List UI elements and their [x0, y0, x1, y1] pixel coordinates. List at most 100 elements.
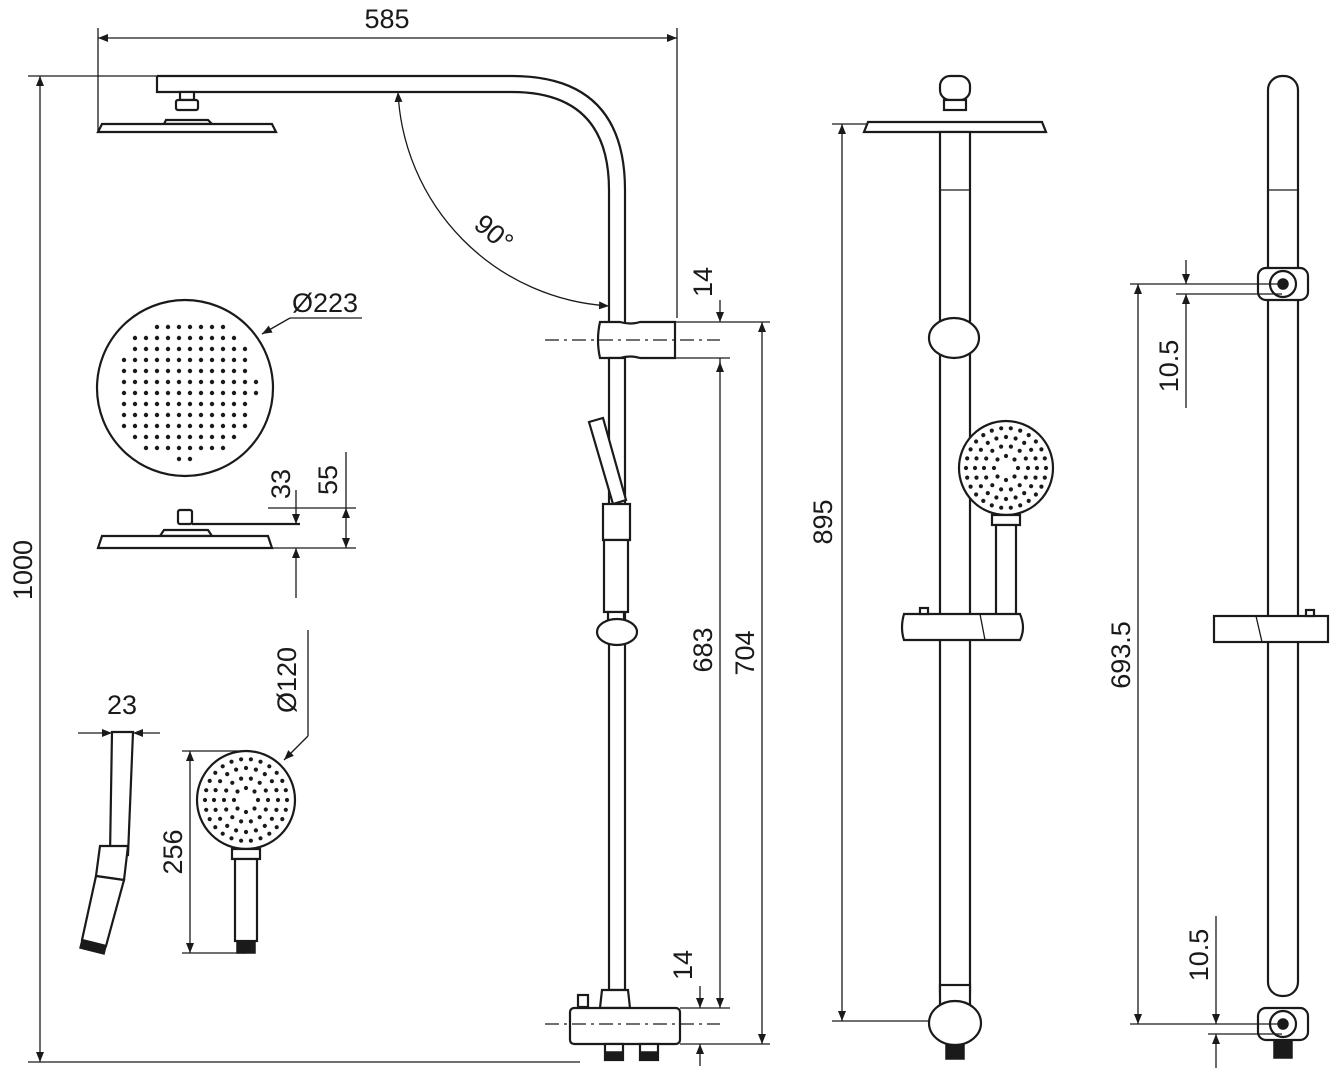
nozzle-dot [989, 428, 994, 433]
nozzle-dot [220, 368, 226, 374]
hand-front-handle [994, 523, 1018, 617]
nozzle-dot [242, 357, 248, 363]
nozzle-dot [269, 816, 274, 821]
nozzle-dot [176, 357, 182, 363]
slider-joint [979, 613, 986, 641]
nozzle-dot [221, 797, 227, 803]
holder-front [927, 316, 981, 360]
angle-label: 90° [468, 208, 519, 257]
nozzle-dot [143, 335, 149, 341]
nozzle-dot [229, 759, 234, 764]
bracket-span-label: 693.5 [1106, 621, 1136, 689]
nozzle-dot [187, 445, 193, 451]
diameter-leader [261, 317, 291, 335]
nozzle-dot [231, 797, 237, 803]
nozzle-dot [121, 368, 127, 374]
nozzle-dot [198, 379, 204, 385]
nozzle-dot [132, 401, 138, 407]
nozzle-dot [132, 390, 138, 396]
nozzle-dot [1034, 465, 1040, 471]
overhead-arm-inner [155, 76, 611, 322]
nozzle-dot [154, 346, 160, 352]
nozzle-dot [198, 368, 204, 374]
head-thickness-label: 33 [266, 469, 296, 499]
nozzle-dot [165, 368, 171, 374]
nozzle-dot [1012, 474, 1017, 479]
nozzle-dot [165, 445, 171, 451]
angle-arc [394, 91, 610, 310]
nozzle-dot [258, 836, 263, 841]
nozzle-dot [1023, 456, 1028, 461]
nozzle-dot [974, 456, 979, 461]
nozzle-dot [121, 412, 127, 418]
nozzle-dot [280, 778, 285, 784]
nozzle-dot [974, 439, 979, 444]
nozzle-dot [243, 829, 249, 835]
hand-handle-side [80, 874, 126, 948]
nozzle-dot [990, 483, 995, 488]
inlet-thread [604, 1051, 624, 1061]
nozzle-dot [198, 401, 204, 407]
nozzle-dot [132, 423, 138, 429]
nozzle-dot [1029, 484, 1034, 489]
nozzle-dot [243, 765, 249, 771]
nozzle-dot [283, 807, 288, 812]
hand-thread [236, 940, 256, 954]
nozzle-dot [263, 807, 268, 812]
hand-front-nozzles [963, 426, 1049, 510]
nozzle-dot [243, 809, 249, 815]
top-cap [938, 74, 972, 102]
nozzle-dot [989, 503, 994, 508]
nozzle-dot [198, 346, 204, 352]
nozzle-dot [1003, 453, 1009, 459]
nozzle-dot [1043, 465, 1049, 471]
nozzle-dot [1039, 447, 1044, 452]
nozzle-dot [211, 797, 217, 803]
nozzle-dot [253, 390, 259, 396]
nozzle-dot [218, 779, 223, 784]
nozzle-dot [994, 495, 999, 500]
nozzle-dot [248, 776, 253, 781]
nozzle-dot [187, 401, 193, 407]
nozzle-dot [224, 807, 229, 812]
nozzle-dot [198, 434, 204, 440]
nozzle-dot [121, 390, 127, 396]
nozzle-dot [225, 823, 230, 829]
front-view: 895 [808, 74, 1055, 1060]
nozzle-dot [999, 444, 1004, 449]
nozzle-dot [224, 788, 229, 793]
nozzle-dot [209, 346, 215, 352]
mixer-front [927, 999, 983, 1047]
nozzle-dot [154, 423, 160, 429]
nozzle-dot [995, 474, 1000, 479]
nozzle-dot [239, 838, 244, 843]
head-total-height-label: 55 [313, 465, 343, 495]
nozzle-dot [239, 819, 244, 824]
nozzle-dot [176, 390, 182, 396]
nozzle-dot [1003, 434, 1009, 440]
nozzle-dot [209, 434, 215, 440]
overhead-arm [157, 74, 627, 322]
nozzle-dot [198, 335, 204, 341]
nozzle-dot [1025, 465, 1031, 471]
nozzle-dot [978, 484, 984, 489]
head-nut [174, 98, 200, 112]
nozzle-dot [165, 390, 171, 396]
nozzle-dot [267, 831, 272, 836]
hand-handle [233, 857, 259, 943]
nozzle-dot [220, 831, 225, 836]
nozzle-dot [132, 357, 138, 363]
nozzle-dot [981, 433, 986, 438]
nozzle-dot [234, 767, 239, 772]
nozzle-dot [132, 368, 138, 374]
nozzle-dot [984, 456, 989, 461]
head-connector [178, 90, 196, 102]
nozzle-dot [209, 379, 215, 385]
nozzle-dot [154, 412, 160, 418]
nozzle-dot [1026, 433, 1031, 438]
nozzle-dot [220, 423, 226, 429]
nozzle-dot [176, 434, 182, 440]
nozzle-dot [1017, 448, 1022, 453]
nozzle-dot [207, 817, 212, 822]
nozzle-dot [242, 368, 248, 374]
